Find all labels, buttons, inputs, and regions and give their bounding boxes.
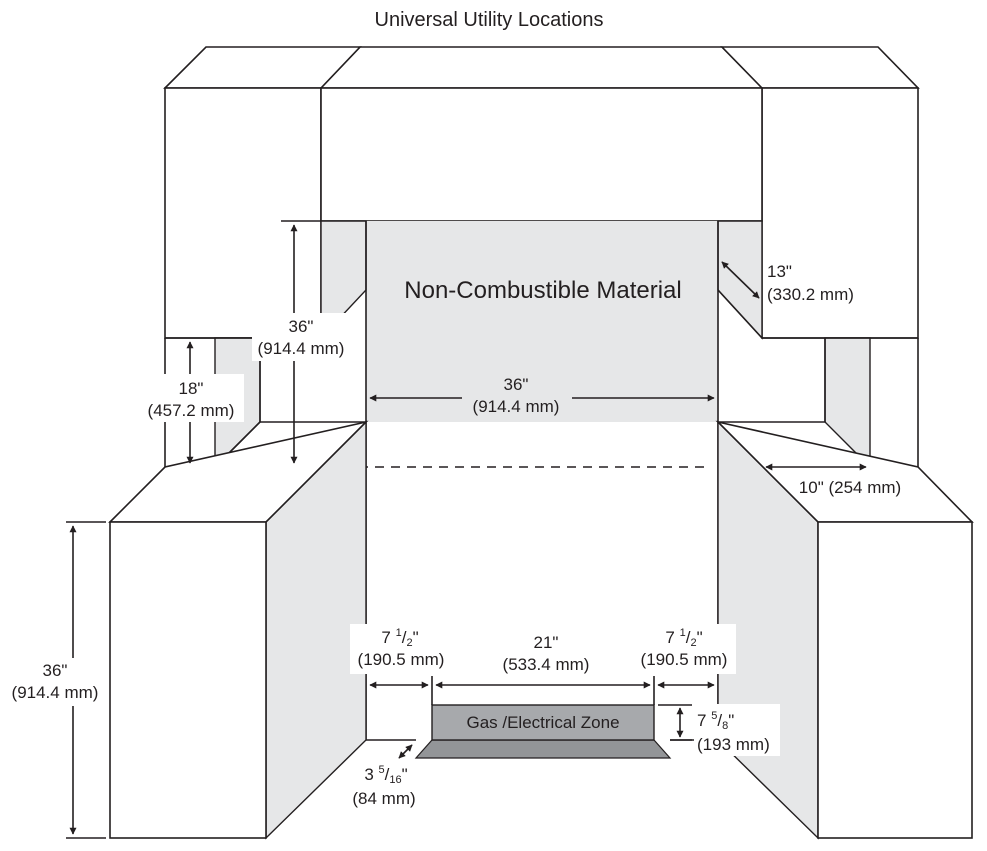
right-offset-label: 7 1/2" [665, 627, 702, 649]
zone-width-metric: (533.4 mm) [503, 655, 590, 674]
left-offset-metric: (190.5 mm) [358, 650, 445, 669]
height-to-hood-value: 36" [289, 317, 314, 336]
zone-setback-label: 3 5/16" [364, 764, 407, 786]
opening-width-metric: (914.4 mm) [473, 397, 560, 416]
counter-height-metric: (914.4 mm) [12, 683, 99, 702]
gas-electrical-zone [431, 704, 655, 741]
panel-label: Non-Combustible Material [404, 277, 681, 304]
zone-height-label: 7 5/8" [697, 710, 734, 732]
left-base-cabinet [108, 420, 369, 840]
opening-width-value: 36" [504, 375, 529, 394]
upper-gap-value: 18" [179, 379, 204, 398]
height-to-hood-metric: (914.4 mm) [258, 339, 345, 358]
zone-setback-metric: (84 mm) [352, 789, 415, 808]
upper-gap-metric: (457.2 mm) [148, 401, 235, 420]
counter-depth-value: 10" (254 mm) [799, 478, 901, 497]
upper-cabinets [163, 46, 920, 339]
zone-floor [414, 739, 672, 759]
diagram-title: Universal Utility Locations [375, 9, 604, 31]
hood-depth-value: 13" [767, 262, 792, 281]
hood-depth-metric: (330.2 mm) [767, 285, 854, 304]
right-base-cabinet [715, 420, 974, 840]
left-offset-label: 7 1/2" [381, 627, 418, 649]
zone-width-value: 21" [534, 633, 559, 652]
zone-label: Gas /Electrical Zone [466, 713, 619, 732]
counter-height-value: 36" [43, 661, 68, 680]
right-offset-metric: (190.5 mm) [641, 650, 728, 669]
zone-height-metric: (193 mm) [697, 735, 770, 754]
